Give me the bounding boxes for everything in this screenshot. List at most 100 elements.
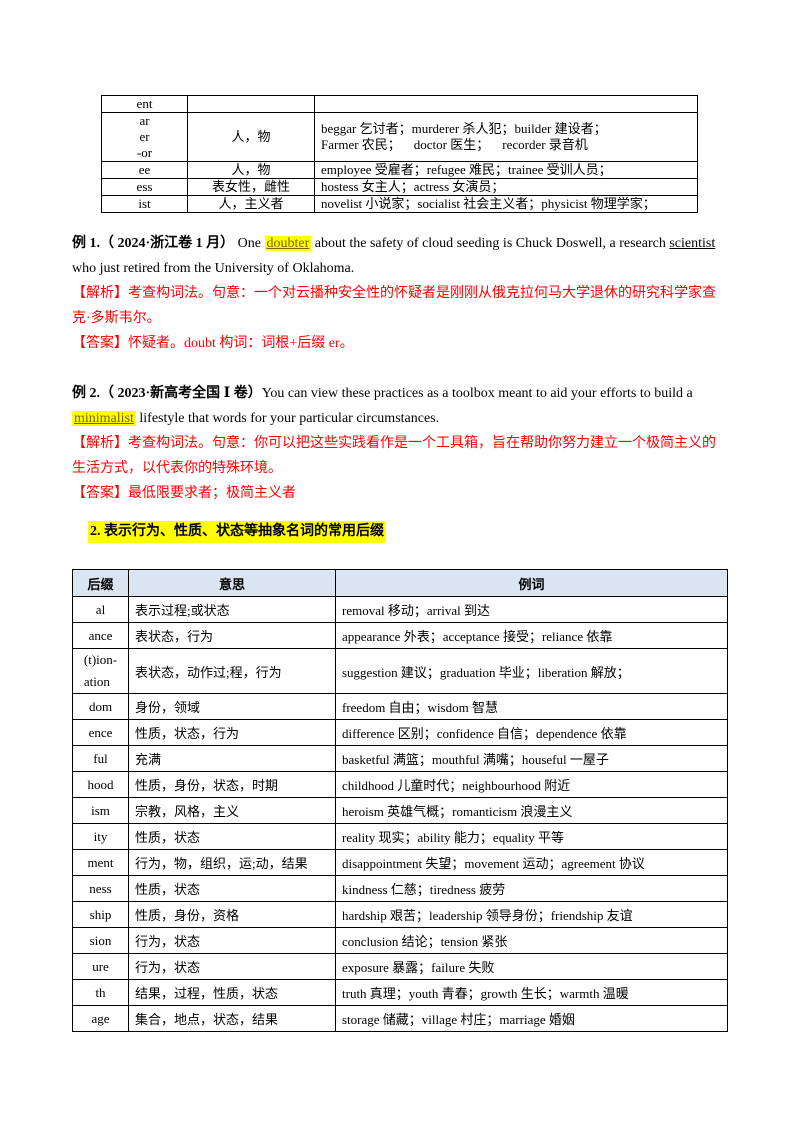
suffix-cell: ist [101,195,188,213]
example-1-answer: 【答案】怀疑者。doubt 构词：词根+后缀 er。 [72,336,354,351]
suffix-cell: ism [72,797,129,824]
meaning-cell: 宗教，风格，主义 [128,797,336,824]
suffix-cell: ance [72,622,129,649]
meaning-cell: 结果，过程，性质，状态 [128,979,336,1006]
table-header-row: 后缀 意思 例词 [72,569,728,597]
suffix-text: ism [91,802,110,818]
meaning-cell: 人，物 [187,112,315,162]
suffix-cell: ence [72,719,129,746]
suffix-cell: age [72,1005,129,1032]
suffix-cell: th [72,979,129,1006]
suffix-cell: ity [72,823,129,850]
suffix-cell: ar er -or [101,112,188,162]
examples-cell: suggestion 建议；graduation 毕业；liberation 解… [335,648,728,694]
meaning-cell: 性质，身份，状态，时期 [128,771,336,798]
suffix-cell: ment [72,849,129,876]
meaning-cell: 表状态，行为 [128,622,336,649]
examples-cell: conclusion 结论；tension 紧张 [335,927,728,954]
suffix-text: ness [89,880,112,896]
suffix-cell: ful [72,745,129,772]
highlight-minimalist: minimalist [72,411,136,426]
suffix-cell: ship [72,901,129,928]
meaning-cell [187,95,315,113]
example-1: 例 1.（ 2024·浙江卷 1 月） One doubter about th… [72,236,716,276]
meaning-cell: 行为，物，组织，运;动，结果 [128,849,336,876]
suffix-text: ment [87,854,114,870]
examples-cell: storage 储藏；village 村庄；marriage 婚姻 [335,1005,728,1032]
highlight-doubter: doubter [264,236,312,251]
table-row: ent [101,95,698,113]
meaning-cell: 性质，身份，资格 [128,901,336,928]
examples-cell [314,95,698,113]
suffix-text: ist [138,196,151,211]
examples-cell: freedom 自由；wisdom 智慧 [335,693,728,720]
meaning-cell: 人，主义者 [187,195,315,213]
suffix-text: al [95,601,106,617]
suffix-text: ar er -or [136,113,153,160]
suffix-cell: hood [72,771,129,798]
meaning-cell: 性质，状态，行为 [128,719,336,746]
suffix-text: dom [88,698,113,714]
suffix-cell: ee [101,161,188,179]
meaning-cell: 人，物 [187,161,315,179]
suffix-cell: ess [101,178,188,196]
section-heading: 2. 表示行为、性质、状态等抽象名词的常用后缀 [88,521,386,543]
meaning-cell: 身份，领域 [128,693,336,720]
suffix-cell: (t)ion- ation [72,648,129,694]
suffix-text: ful [93,750,108,766]
meaning-cell: 行为，状态 [128,927,336,954]
examples-cell: exposure 暴露；failure 失败 [335,953,728,980]
suffix-text: (t)ion- ation [83,652,118,689]
example-2-label: 例 2.（ 2023·新高考全国 Ⅰ 卷） [72,386,262,401]
examples-cell: truth 真理；youth 青春；growth 生长；warmth 温暖 [335,979,728,1006]
suffix-cell: al [72,596,129,623]
suffix-cell: ure [72,953,129,980]
suffix-cell: sion [72,927,129,954]
examples-cell: reality 现实；ability 能力；equality 平等 [335,823,728,850]
suffix-text: ure [92,958,109,974]
examples-cell: disappointment 失望；movement 运动；agreement … [335,849,728,876]
meaning-cell: 表女性，雌性 [187,178,315,196]
examples-cell: beggar 乞讨者；murderer 杀人犯；builder 建设者； Far… [314,112,698,162]
suffix-text: ity [93,828,108,844]
meaning-cell: 行为，状态 [128,953,336,980]
suffix-text: ship [89,906,112,922]
header-examples: 例词 [335,569,728,597]
examples-cell: childhood 儿童时代；neighbourhood 附近 [335,771,728,798]
suffix-text: ess [136,179,153,194]
meaning-cell: 集合，地点，状态，结果 [128,1005,336,1032]
underline-scientist: scientist [669,236,716,251]
examples-cell: hostess 女主人；actress 女演员； [314,178,698,196]
suffix-text: ee [138,162,151,177]
examples-cell: employee 受雇者；refugee 难民；trainee 受训人员； [314,161,698,179]
suffix-cell: dom [72,693,129,720]
meaning-cell: 表示过程;或状态 [128,596,336,623]
example-1-analysis: 【解析】考查构词法。句意：一个对云播种安全性的怀疑者是刚刚从俄克拉何马大学退休的… [72,286,716,326]
example-1-label: 例 1.（ 2024·浙江卷 1 月） [72,236,235,251]
suffix-text: th [95,984,106,1000]
example-2-analysis: 【解析】考查构词法。句意：你可以把这些实践看作是一个工具箱，旨在帮助你努力建立一… [72,436,716,476]
suffix-text: ent [136,96,153,111]
suffix-text: age [91,1010,110,1026]
suffix-text: ence [88,724,113,740]
examples-cell: heroism 英雄气概；romanticism 浪漫主义 [335,797,728,824]
suffix-text: sion [89,932,112,948]
examples-cell: hardship 艰苦；leadership 领导身份；friendship 友… [335,901,728,928]
header-meaning: 意思 [128,569,336,597]
